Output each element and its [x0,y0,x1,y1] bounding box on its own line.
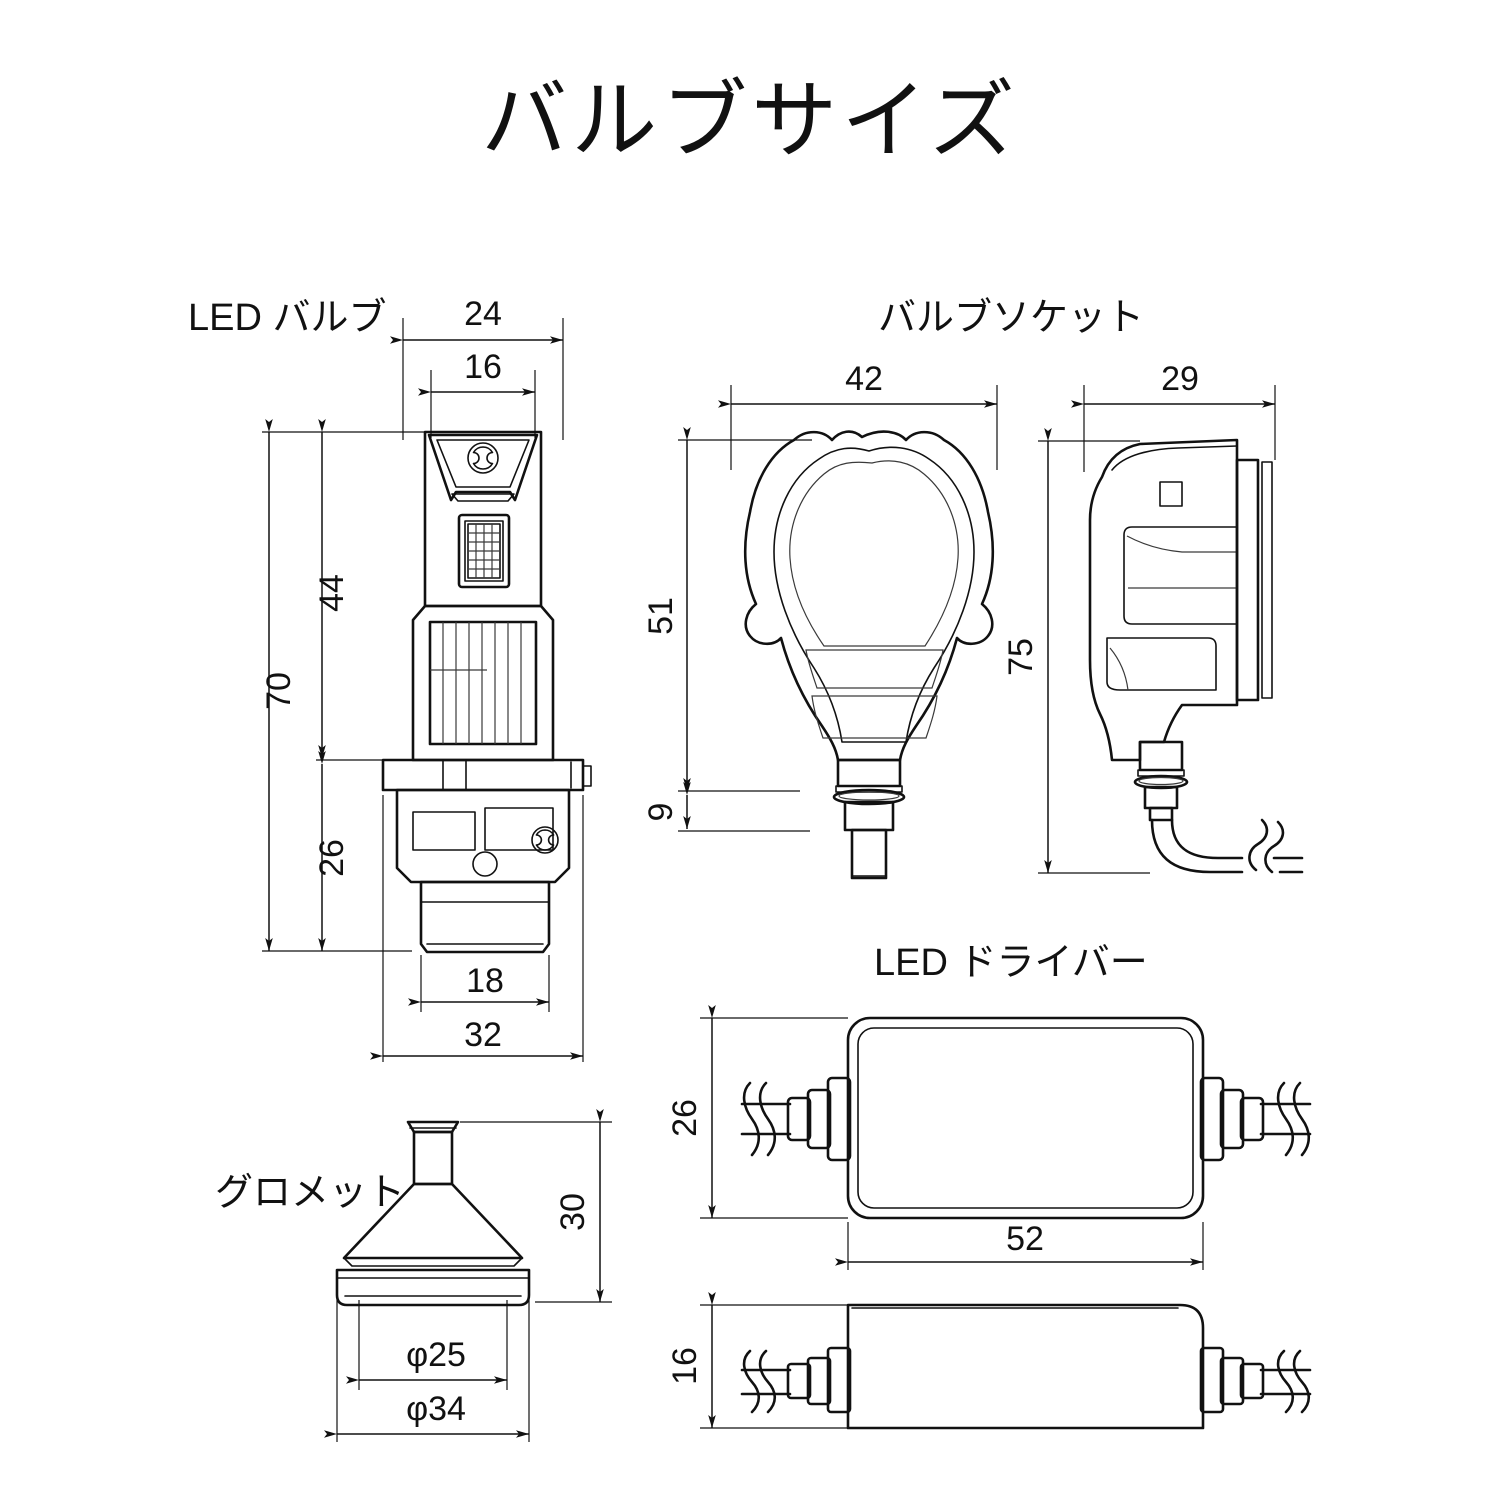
dim-44-text: 44 [313,574,351,612]
bulb-socket-label: バルブソケット [878,297,1144,339]
dim-70: 70 [260,419,298,951]
dim-26-text: 26 [313,839,351,877]
socket-front-view [743,430,995,880]
bulb-socket-section: バルブソケット [642,297,1304,880]
dim-75-text: 75 [1002,638,1040,676]
dim-16: 16 [418,348,536,438]
dim-24-text: 24 [464,295,502,333]
heatsink-fins [430,622,522,744]
led-bulb-section: LED バルブ [188,295,592,1062]
dim-grommet-phi25-text: φ25 [406,1336,466,1374]
dim-grommet-phi25: φ25 [346,1300,508,1390]
dim-51-text: 51 [642,597,680,635]
led-chip-grid [468,524,500,578]
dim-grommet-30: 30 [460,1109,612,1303]
led-bulb-drawing [381,430,592,954]
driver-top-view [740,1016,1312,1220]
torx-screw-head-icon [467,442,499,474]
led-driver-section: LED ドライバー 26 [666,942,1312,1430]
dim-70-text: 70 [260,672,298,710]
socket-side-view [1088,438,1304,874]
dim-grommet-phi34-text: φ34 [406,1390,466,1428]
dim-driver-16: 16 [666,1292,848,1429]
page-title: バルブサイズ [481,73,1018,169]
dim-9-text: 9 [642,803,680,822]
torx-screw-base-icon [531,826,559,854]
dim-16-text: 16 [464,348,502,386]
dim-driver-52-text: 52 [1006,1220,1044,1258]
grommet-label: グロメット [215,1172,405,1214]
dim-32-text: 32 [464,1016,502,1054]
dim-driver-26-text: 26 [666,1099,704,1137]
dim-26: 26 [313,751,351,951]
dim-driver-52: 52 [835,1220,1204,1270]
dim-42: 42 [718,360,998,470]
dim-grommet-phi34: φ34 [324,1300,530,1442]
dim-driver-16-text: 16 [666,1347,704,1385]
led-bulb-label: LED バルブ [188,297,386,339]
dim-18: 18 [408,955,550,1012]
dim-9: 9 [642,782,810,832]
dim-driver-26: 26 [666,1005,848,1219]
dim-44: 44 [313,419,351,758]
led-driver-label: LED ドライバー [874,942,1148,984]
dim-24: 24 [390,295,564,440]
dim-32: 32 [370,795,584,1062]
dim-18-text: 18 [466,962,504,1000]
dim-grommet-30-text: 30 [554,1193,592,1231]
dim-75: 75 [1002,428,1150,874]
driver-side-view [740,1303,1312,1430]
dim-42-text: 42 [845,360,883,398]
dim-29-text: 29 [1161,360,1199,398]
grommet-drawing [335,1120,531,1307]
grommet-section: グロメット 30 φ25 [215,1109,612,1442]
dim-29: 29 [1071,360,1276,472]
dim-51: 51 [642,427,812,792]
